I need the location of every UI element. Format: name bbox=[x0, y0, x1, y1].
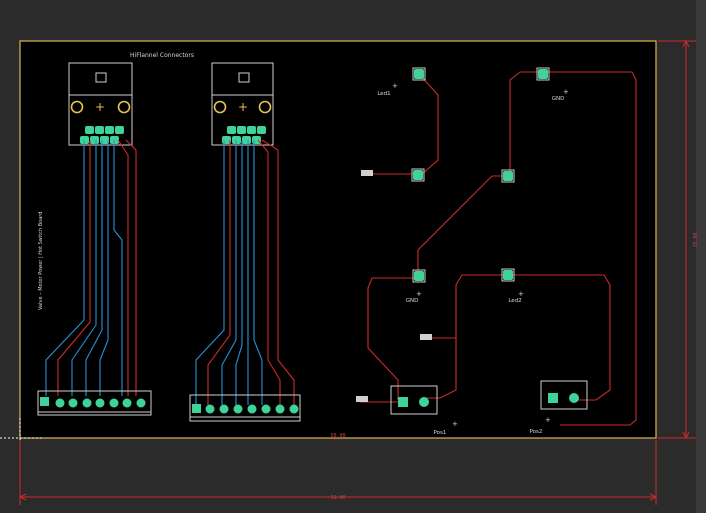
label-pos2: Pos2 bbox=[530, 429, 543, 435]
dimension-lines bbox=[19, 40, 696, 505]
origin-marker bbox=[0, 418, 42, 460]
label-gnd-2: GND bbox=[406, 298, 419, 304]
pos2-component[interactable] bbox=[540, 380, 588, 410]
led-components[interactable] bbox=[411, 67, 550, 283]
label-led2: Led2 bbox=[508, 298, 521, 304]
svg-text:+: + bbox=[452, 420, 458, 428]
pos1-component[interactable] bbox=[390, 385, 438, 415]
traces-middle bbox=[195, 139, 295, 405]
vertical-scrollbar[interactable] bbox=[696, 0, 706, 513]
connector-2-plus: + bbox=[238, 100, 248, 114]
header-1[interactable] bbox=[37, 390, 152, 416]
dimension-bottom: 50.00 bbox=[330, 495, 345, 501]
svg-text:+: + bbox=[416, 290, 422, 298]
label-led1: Led1 bbox=[377, 91, 390, 97]
board-outline bbox=[19, 40, 657, 439]
board-title: HiFlannel Connectors bbox=[130, 52, 194, 59]
header-2[interactable] bbox=[189, 394, 301, 422]
dimension-right: 35.00 bbox=[693, 232, 699, 247]
dimension-top: 50.00 bbox=[330, 433, 345, 439]
traces-left bbox=[45, 139, 137, 396]
plus-marks: + + + + + + bbox=[392, 82, 569, 428]
connector-1-plus: + bbox=[95, 100, 105, 114]
board-side-note: Valve – Motor Power | Hot Switch Board bbox=[38, 212, 44, 310]
label-gnd-1: GND bbox=[552, 96, 565, 102]
traces-right bbox=[360, 71, 637, 426]
label-pos1: Pos1 bbox=[434, 430, 447, 436]
svg-text:+: + bbox=[392, 82, 398, 90]
test-points[interactable] bbox=[356, 170, 432, 402]
svg-text:+: + bbox=[518, 290, 524, 298]
svg-text:+: + bbox=[563, 88, 569, 96]
svg-text:+: + bbox=[545, 416, 551, 424]
